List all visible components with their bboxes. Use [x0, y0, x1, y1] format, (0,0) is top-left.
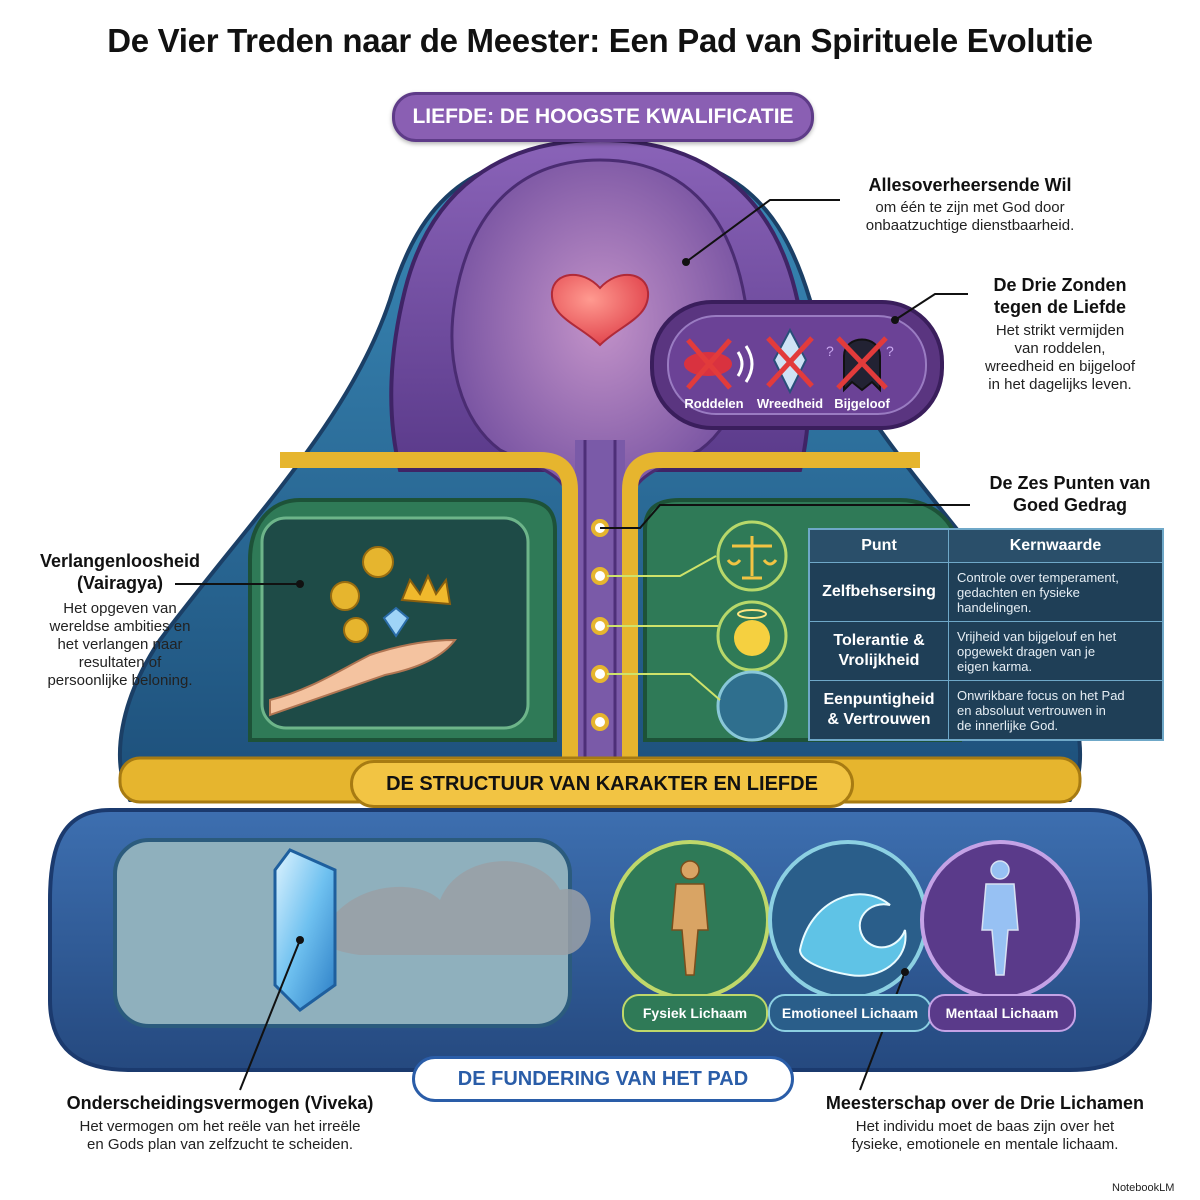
zes-punten-title-2: Goed Gedrag	[1012, 495, 1128, 515]
scales-icon	[726, 536, 778, 580]
table-row: Tolerantie &Vrolijkheid Vrijheid van bij…	[808, 621, 1164, 681]
zonden-title-2: tegen de Liefde	[993, 297, 1127, 317]
table-cell-punt: Zelfbehsersing	[808, 562, 949, 622]
diamond-icon	[382, 606, 410, 638]
notebooklm-logo: NotebookLM	[1112, 1182, 1175, 1194]
vairagya-body-3: het verlangen naar	[57, 636, 183, 653]
gold-frame-left	[280, 452, 578, 760]
heart-icon	[550, 273, 650, 347]
good-conduct-table: Punt Kernwaarde Zelfbehsersing Controle …	[808, 528, 1164, 741]
zonden-title-1: De Drie Zonden	[993, 275, 1127, 295]
table-row: Zelfbehsersing Controle over temperament…	[808, 562, 1164, 622]
shard-crossed-icon	[766, 327, 814, 395]
wil-body-1: om één te zijn met God door	[875, 199, 1065, 216]
wil-body-2: onbaatzuchtige dienstbaarheid.	[865, 217, 1075, 234]
table-cell-waarde: Controle over temperament,gedachten en f…	[948, 562, 1164, 622]
sin-label-roddelen: Roddelen	[684, 396, 744, 411]
vairagya-body-1: Het opgeven van	[63, 600, 177, 617]
smiley-icon	[734, 620, 770, 656]
table-header-row: Punt Kernwaarde	[808, 528, 1164, 563]
meesterschap-body-1: Het individu moet de baas zijn over het	[855, 1118, 1115, 1135]
zonden-body-4: in het dagelijks leven.	[988, 376, 1132, 393]
page-title: De Vier Treden naar de Meester: Een Pad …	[107, 22, 1093, 59]
meesterschap-body-2: fysieke, emotionele en mentale lichaam.	[851, 1136, 1119, 1153]
table-header-kernwaarde: Kernwaarde	[948, 528, 1164, 563]
viveka-body-2: en Gods plan van zelfzucht te scheiden.	[86, 1136, 353, 1153]
viveka-body-1: Het vermogen om het reële van het irreël…	[79, 1118, 361, 1135]
cloud-shape	[320, 861, 591, 955]
mental-body-icon	[981, 860, 1019, 976]
zes-punten-title-1: De Zes Punten van	[989, 473, 1151, 493]
open-hand-icon	[269, 638, 458, 717]
top-pill-label: LIEFDE: DE HOOGSTE KWALIFICATIE	[392, 92, 814, 142]
meesterschap-title: Meesterschap over de Drie Lichamen	[825, 1093, 1145, 1113]
viveka-title: Onderscheidingsvermogen (Viveka)	[66, 1093, 374, 1113]
vairagya-body-5: persoonlijke beloning.	[47, 672, 193, 689]
vairagya-title-1: Verlangenloosheid	[39, 551, 201, 571]
table-cell-punt: Eenpuntigheid& Vertrouwen	[808, 680, 949, 741]
body-label-fysiek: Fysiek Lichaam	[622, 994, 768, 1032]
zonden-body-2: van roddelen,	[1014, 340, 1106, 357]
coin-icon	[362, 546, 394, 578]
table-header-punt: Punt	[808, 528, 949, 563]
wave-icon	[798, 893, 907, 977]
svg-text:?: ?	[886, 343, 894, 359]
ghost-crossed-icon: ? ?	[826, 336, 894, 393]
vairagya-body-4: resultaten of	[78, 654, 162, 671]
middle-banner-label: DE STRUCTUUR VAN KARAKTER EN LIEFDE	[350, 760, 854, 808]
crown-icon	[400, 573, 452, 606]
physical-body-icon	[671, 860, 709, 976]
vairagya-title-2: (Vairagya)	[76, 573, 164, 593]
bottom-pill-label: DE FUNDERING VAN HET PAD	[412, 1056, 794, 1102]
coin-icon	[343, 617, 369, 643]
lips-sound-crossed-icon	[684, 338, 754, 390]
crystal-icon	[273, 848, 337, 1012]
zonden-body-1: Het strikt vermijden	[995, 322, 1125, 339]
svg-text:?: ?	[826, 343, 834, 359]
sin-label-wreedheid: Wreedheid	[756, 396, 824, 411]
coin-icon	[330, 581, 360, 611]
sin-label-bijgeloof: Bijgeloof	[834, 396, 890, 411]
wil-title: Allesoverheersende Wil	[868, 175, 1072, 195]
zonden-body-3: wreedheid en bijgeloof	[984, 358, 1136, 375]
table-cell-punt: Tolerantie &Vrolijkheid	[808, 621, 949, 681]
body-label-mentaal: Mentaal Lichaam	[928, 994, 1076, 1032]
body-label-emotioneel: Emotioneel Lichaam	[768, 994, 932, 1032]
gold-frame-right	[622, 452, 920, 760]
focus-orb-icon	[716, 670, 788, 742]
table-row: Eenpuntigheid& Vertrouwen Onwrikbare foc…	[808, 680, 1164, 741]
vairagya-body-2: wereldse ambities en	[49, 618, 191, 635]
